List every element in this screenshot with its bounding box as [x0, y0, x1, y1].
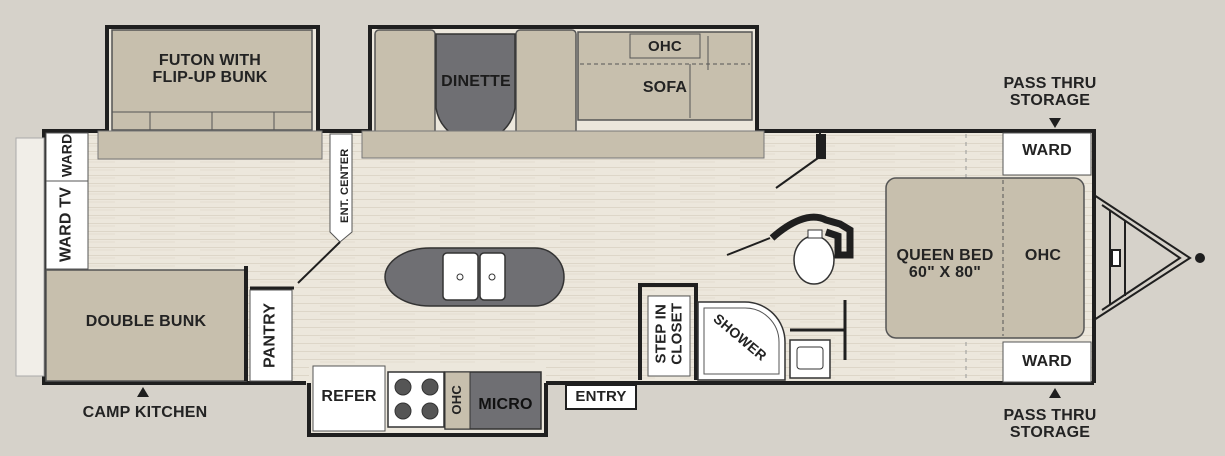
step-in-closet-shape — [647, 295, 691, 377]
toilet-wall — [769, 213, 854, 259]
refer-shape — [312, 365, 386, 432]
label-ent-center: ENT. CENTER — [339, 148, 352, 223]
shower-shape — [697, 301, 786, 381]
pass-thru-top-arrow — [1049, 118, 1061, 128]
toilet-bowl — [793, 235, 835, 285]
ward-bottom-right-shape — [1002, 341, 1092, 383]
label-refer: REFER — [321, 388, 377, 405]
label-futon: FUTON WITH FLIP-UP BUNK — [152, 52, 268, 86]
label-ohc-kitchen: OHC — [449, 385, 465, 415]
label-double-bunk: DOUBLE BUNK — [85, 313, 207, 330]
hitch — [1093, 194, 1205, 321]
label-micro: MICRO — [478, 396, 533, 413]
label-ward-tv: WARD TV — [57, 186, 75, 262]
pass-thru-bottom-arrow — [1049, 388, 1061, 398]
sink-basin-left — [442, 252, 479, 301]
label-entry: ENTRY — [575, 388, 627, 405]
label-pass-thru-bottom: PASS THRU STORAGE — [1003, 407, 1097, 441]
sink-basin-right — [479, 252, 506, 301]
label-dinette: DINETTE — [441, 73, 511, 90]
label-sofa: SOFA — [642, 79, 688, 96]
ward-tv-shape — [45, 180, 89, 270]
label-pass-thru-top: PASS THRU STORAGE — [1003, 75, 1097, 109]
ward-left-shape — [45, 132, 89, 182]
ent-center-shape — [329, 133, 353, 243]
label-ward-top-right: WARD — [1022, 142, 1072, 159]
label-queen-bed: QUEEN BED 60" X 80" — [896, 247, 994, 281]
double-bunk-shape — [45, 269, 247, 382]
queen-bed-shape — [885, 177, 1085, 339]
label-step-in-closet: STEP IN CLOSET — [652, 302, 685, 365]
label-ohc-bed: OHC — [1024, 247, 1062, 264]
label-ohc-top: OHC — [648, 38, 682, 55]
label-camp-kitchen: CAMP KITCHEN — [82, 404, 208, 421]
stove-shape — [387, 371, 445, 428]
label-pantry: PANTRY — [261, 302, 279, 369]
pantry-shape — [249, 289, 293, 382]
label-ward-left: WARD — [58, 133, 75, 178]
camp-kitchen-arrow — [137, 387, 149, 397]
entry-door — [565, 384, 637, 410]
label-ward-bottom-right: WARD — [1022, 353, 1072, 370]
ward-top-right-shape — [1002, 132, 1092, 176]
